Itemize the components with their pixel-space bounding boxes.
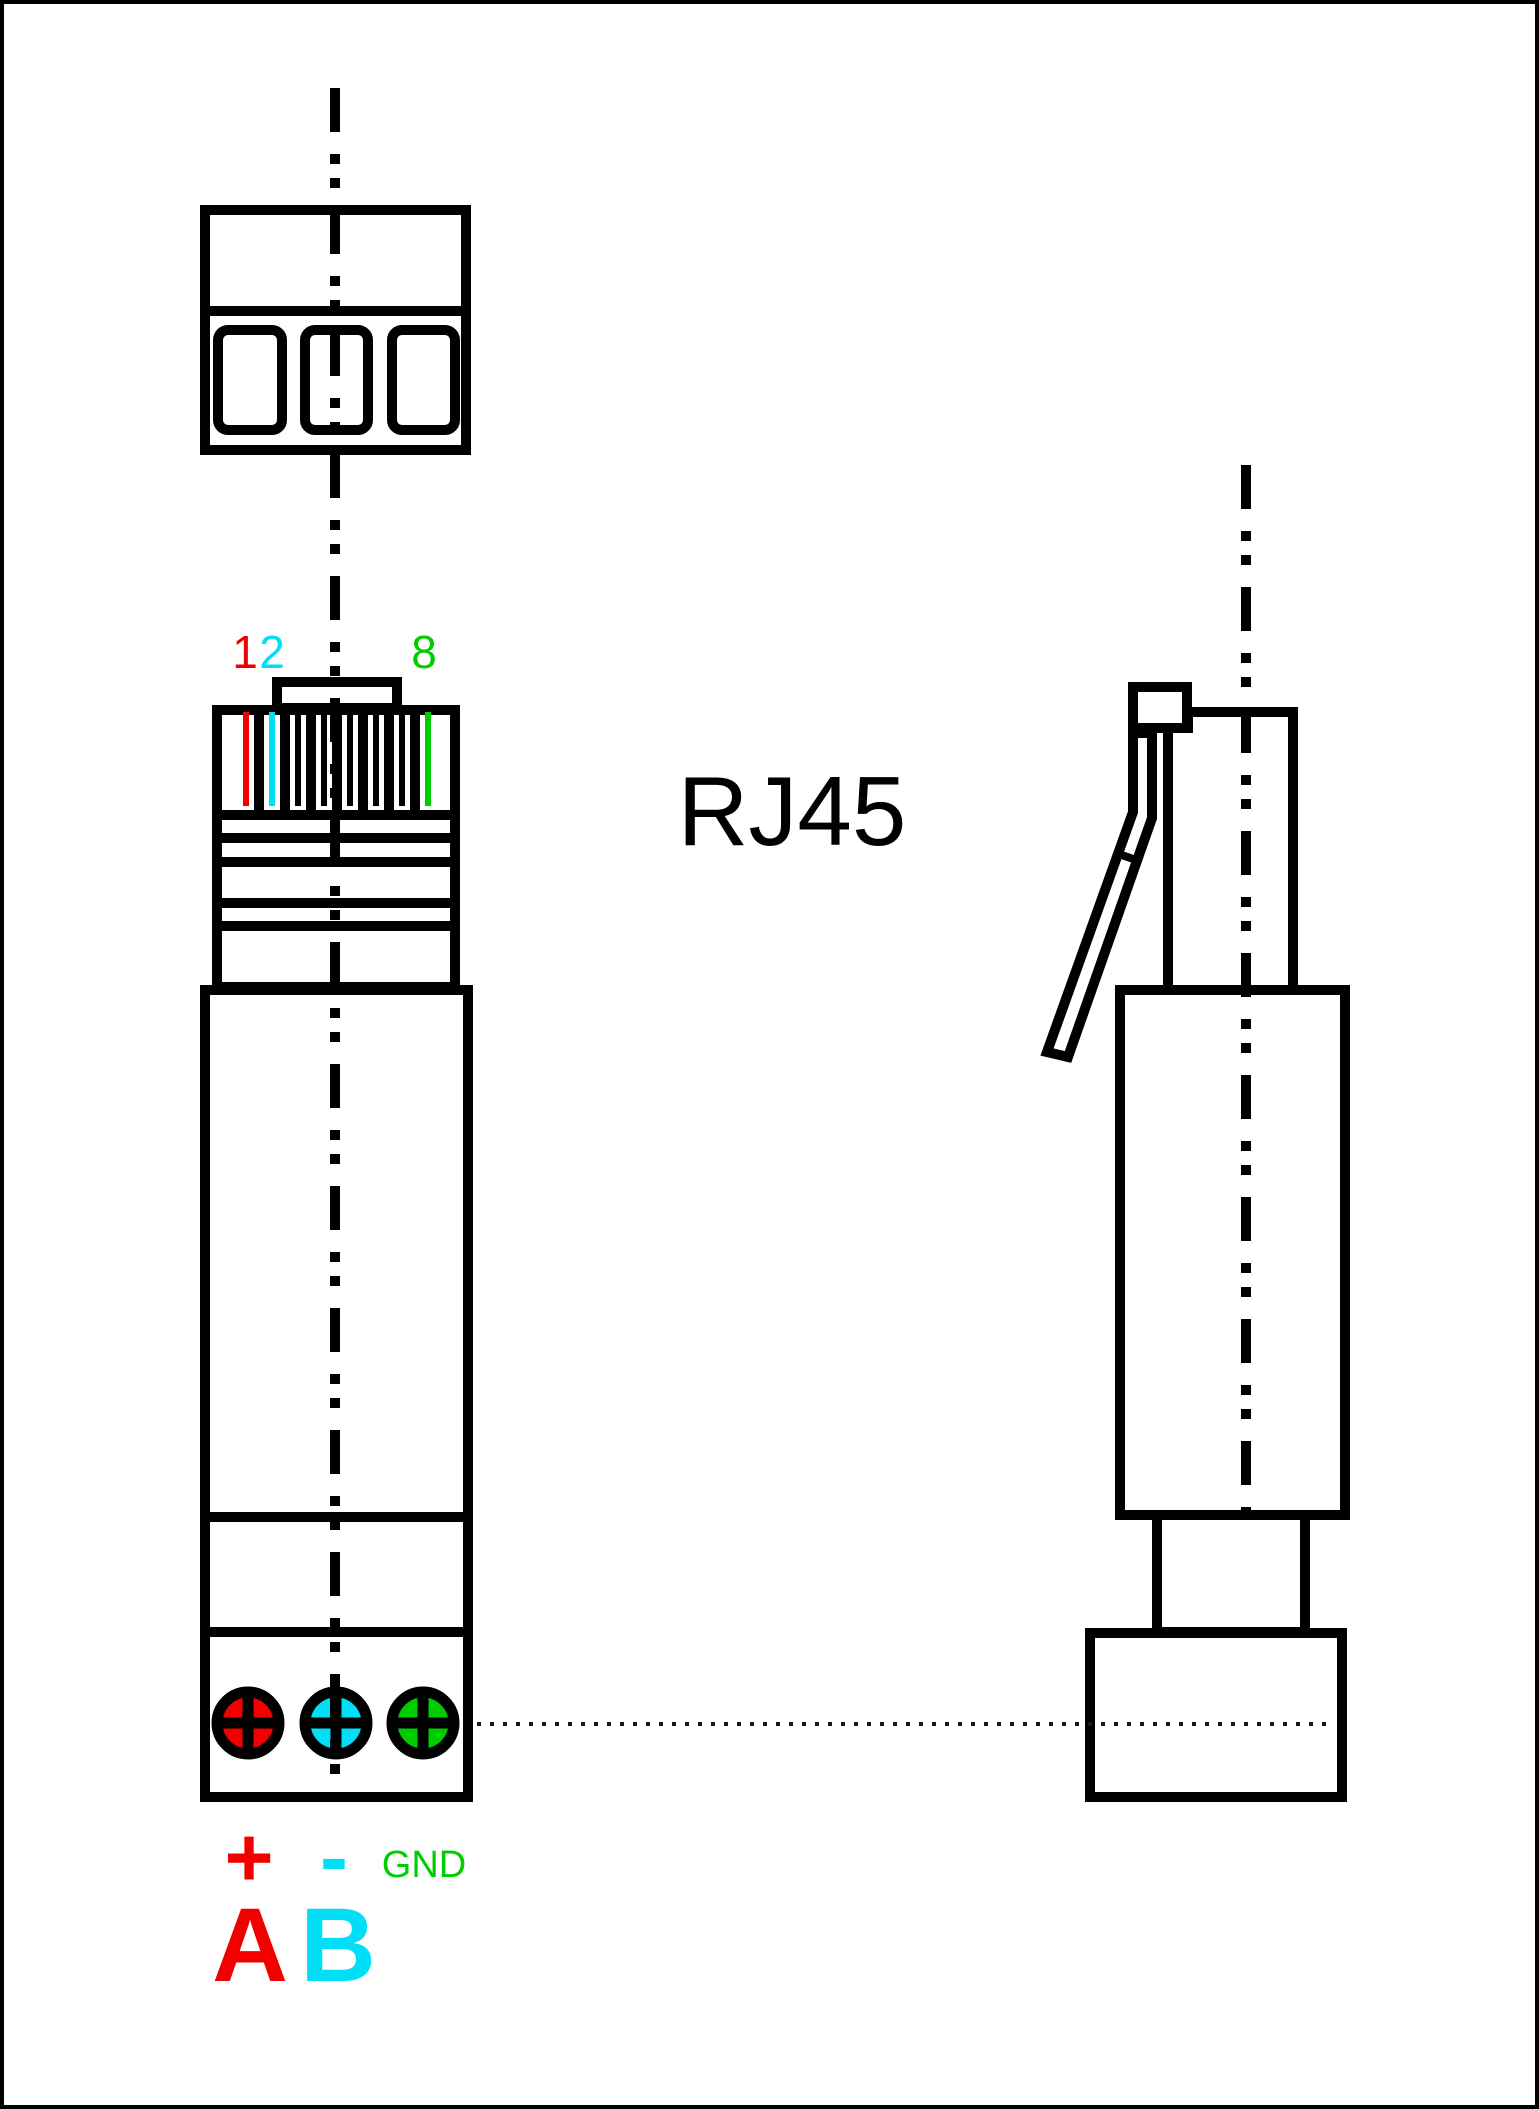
terminal-slot-1 — [213, 325, 287, 435]
adapter-neck-side — [1152, 1510, 1310, 1637]
screw-terminal-gnd — [386, 1686, 460, 1760]
pin1-contact — [243, 712, 249, 806]
screw-terminal-a — [211, 1686, 285, 1760]
pin4-contact — [321, 712, 327, 806]
rj45-side-view — [1040, 682, 1350, 1802]
plus-marker: + — [224, 1810, 273, 1904]
pin7-contact — [399, 712, 405, 806]
terminal-slot-3 — [387, 325, 460, 435]
plug-side-left-step — [1163, 707, 1193, 990]
latch-arm-notch — [1114, 849, 1141, 865]
latch-hook — [1128, 682, 1192, 733]
pin8-contact — [425, 712, 431, 806]
pin5-contact — [347, 712, 353, 806]
latch-arm — [1040, 728, 1157, 1063]
terminal-block-side — [1085, 1628, 1347, 1802]
wire-b-label: B — [300, 1887, 376, 2004]
pin-separators — [254, 707, 420, 812]
pin8-label: 8 — [411, 626, 437, 678]
pin-contacts — [243, 712, 431, 806]
pin2-contact — [269, 712, 275, 806]
pin1-label: 1 — [232, 626, 258, 678]
adapter-body-side — [1115, 985, 1350, 1520]
gnd-marker: GND — [382, 1844, 466, 1886]
minus-marker: - — [320, 1810, 348, 1904]
connector-name-label: RJ45 — [678, 756, 907, 866]
pin2-label: 2 — [259, 626, 285, 678]
pin3-contact — [295, 712, 301, 806]
plug-side-top-right — [1188, 707, 1298, 990]
pin6-contact — [373, 712, 379, 806]
wire-a-label: A — [212, 1887, 288, 2004]
